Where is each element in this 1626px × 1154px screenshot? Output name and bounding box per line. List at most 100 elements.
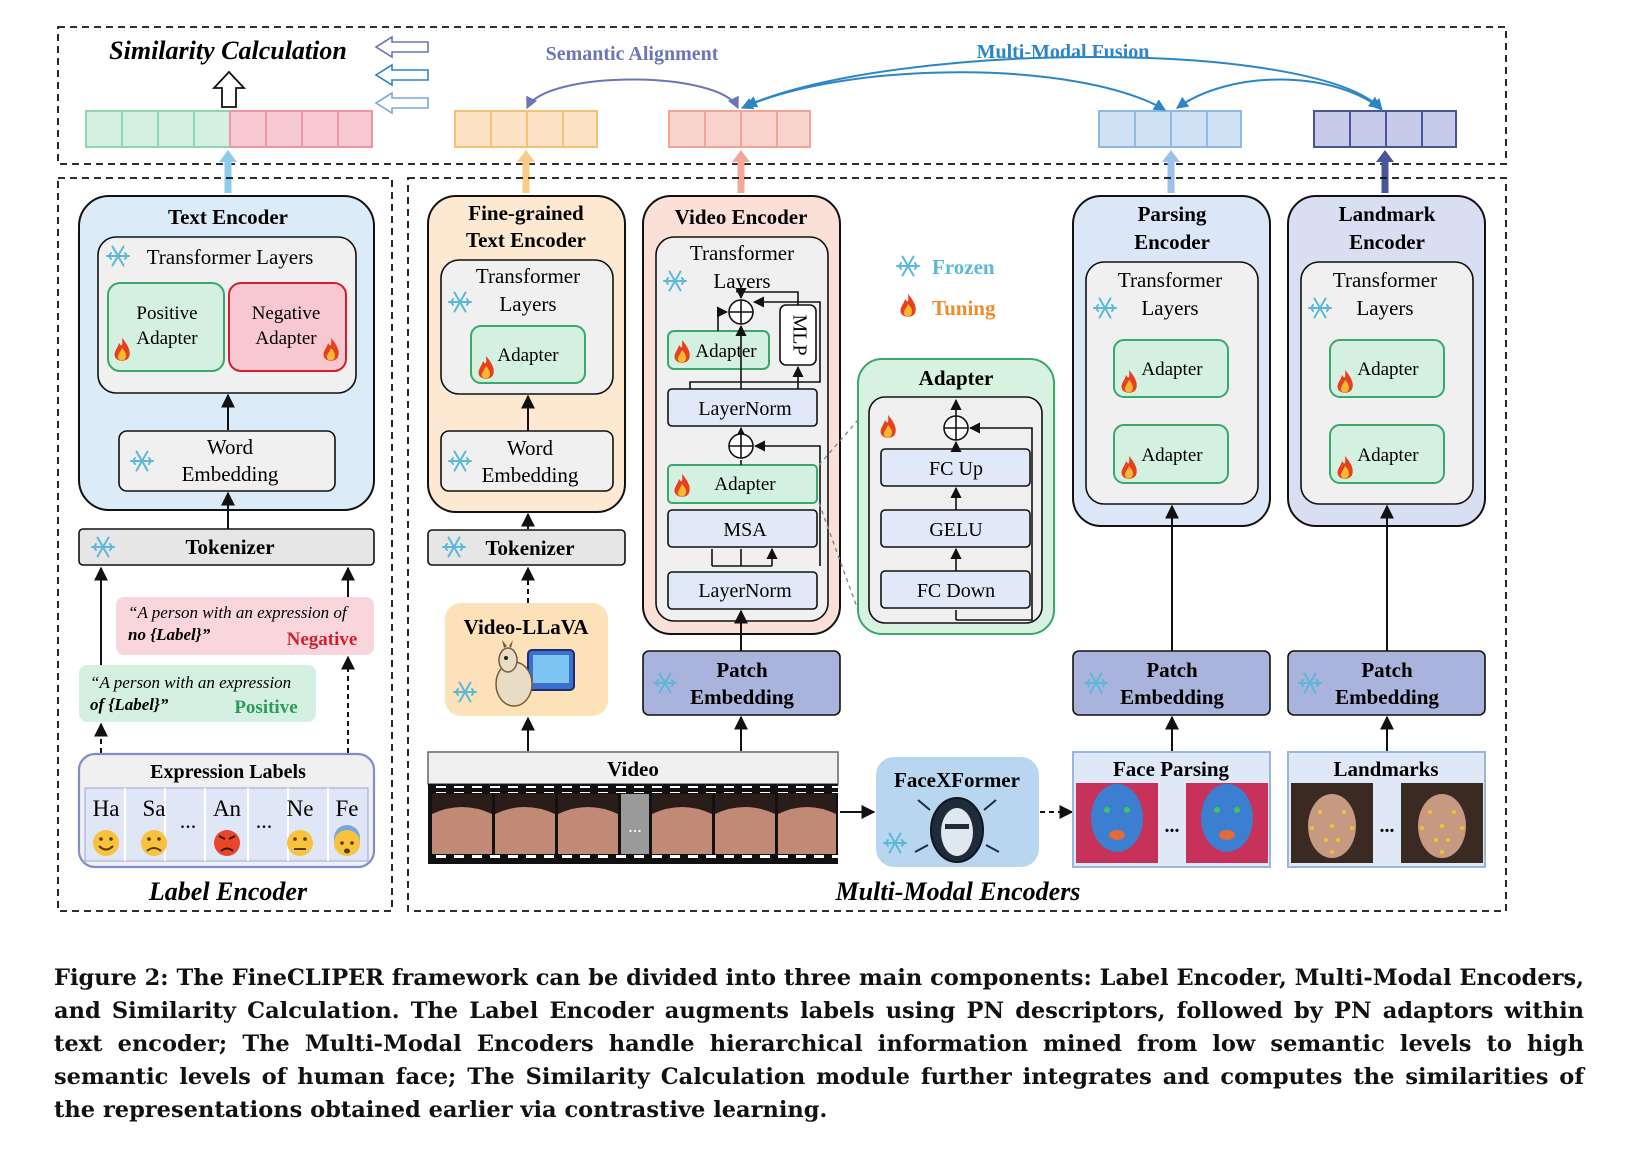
parsing-embedding-strip [1098,110,1242,148]
semantic-alignment-arrow [526,78,739,110]
label-ha: Ha [93,796,120,821]
label-an: An [213,796,242,821]
positive-tag: Positive [234,697,297,718]
gelu-box [880,509,1031,548]
patch-embedding-line1: Patch [1361,658,1413,682]
llama-illustration [495,640,575,707]
label-cells [124,788,329,861]
layernorm-box [667,571,818,610]
video-label-bar [427,751,839,785]
emoji-sad-icon [141,830,167,856]
adapter-label: Adapter [1141,359,1203,380]
text-encoder-title: Text Encoder [168,205,288,229]
label-encoder-title: Label Encoder [148,877,308,906]
label-encoder-region [57,177,393,912]
landmarks-ellipsis: ... [1380,815,1395,837]
negative-adapter-line1: Negative [252,303,321,324]
fine-grained-line1: Fine-grained [468,201,584,225]
similarity-region [57,26,1507,165]
facexformer-illustration [914,797,1000,863]
negative-prompt-box [116,597,374,655]
negative-adapter-box [228,282,347,372]
transformer-layers-line1: Transformer [1118,268,1222,292]
fusion-arrow-parsing-landmark [1176,78,1381,109]
fc-down-label: FC Down [917,580,995,602]
positive-adapter-line2: Adapter [136,328,198,349]
frozen-label: Frozen [932,255,995,279]
negative-tag: Negative [287,629,358,650]
landmark-encoder-line1: Landmark [1339,202,1436,226]
tuning-label: Tuning [932,296,996,320]
fusion-arrow-landmark [744,56,1383,111]
word-embedding-line1: Word [207,435,254,459]
landmark-images [1291,783,1483,863]
adapter-box [1329,424,1445,484]
transformer-layers-line2: Layers [1356,296,1413,320]
parsing-encoder-line1: Parsing [1138,202,1207,226]
tokenizer-box [427,529,626,566]
video-label: Video [607,757,659,781]
landmark-embedding-strip [1313,110,1457,148]
patch-embedding-line2: Embedding [1335,685,1439,709]
adapter-box [667,464,818,504]
adapter-label: Adapter [714,474,776,495]
transformer-layers-label: Transformer Layers [147,245,314,269]
tokenizer-label: Tokenizer [485,536,574,560]
patch-embedding-line1: Patch [1146,658,1198,682]
adapter-box [1329,339,1445,398]
label-ne: Ne [287,796,314,821]
tokenizer-label: Tokenizer [185,535,274,559]
layernorm-box [667,388,818,427]
transformer-layers-line2: Layers [1141,296,1198,320]
fire-icon [900,294,916,317]
negative-prompt-line2: no {Label}” [128,625,211,644]
face-parsing-label: Face Parsing [1113,757,1230,781]
video-embedding-strip [668,110,811,148]
negative-prompt-line1: “A person with an expression of [128,603,349,622]
label-sa: Sa [143,796,166,821]
emoji-happy-icon [93,830,119,856]
word-embedding-box [118,430,336,492]
video-llava-label: Video-LLaVA [464,615,590,639]
adapter-box [1113,424,1229,484]
fc-down-box [880,570,1031,609]
word-embedding-line2: Embedding [482,463,579,487]
layernorm-label: LayerNorm [698,580,792,602]
video-transformer-box [655,236,829,622]
frames-ellipsis: ... [628,816,642,836]
word-embedding-box [440,430,614,492]
msa-label: MSA [723,519,767,541]
face-parsing-images [1076,783,1268,863]
parsing-ellipsis: ... [1165,815,1180,837]
framework-diagram: Similarity Calculation Semantic Alignmen… [57,26,1507,912]
adapter-detail-title: Adapter [919,366,994,390]
gelu-label: GELU [929,519,983,541]
semantic-alignment-label: Semantic Alignment [546,43,719,65]
adapter-label: Adapter [1357,359,1419,380]
positive-prompt-box [79,665,316,722]
label-embedding-strip [85,110,373,148]
mlp-label: MLP [788,314,810,355]
emoji-angry-icon [214,830,240,856]
similarity-title: Similarity Calculation [109,36,347,65]
negative-adapter-line2: Adapter [255,328,317,349]
patch-embedding-line2: Embedding [1120,685,1224,709]
figure-caption: Figure 2: The FineCLIPER framework can b… [54,965,1584,1123]
left-arrows-icon [374,35,429,115]
transformer-layers-line2: Layers [499,292,556,316]
label-fe: Fe [336,796,359,821]
mm-encoders-region [407,177,1507,912]
emoji-fear-icon [334,825,360,856]
patch-embedding-box [642,650,841,716]
snowflake-icon [896,255,920,277]
positive-prompt-line2: of {Label}” [90,695,169,714]
transformer-layers-line2: Layers [713,269,770,293]
patch-embedding-box [1287,650,1486,716]
text-embedding-strip [454,110,598,148]
positive-adapter-line1: Positive [136,303,197,324]
adapter-box [1113,339,1229,398]
tokenizer-box [78,528,375,566]
transformer-layers-line1: Transformer [476,264,580,288]
transformer-layers-line1: Transformer [1333,268,1437,292]
word-embedding-line2: Embedding [182,462,279,486]
